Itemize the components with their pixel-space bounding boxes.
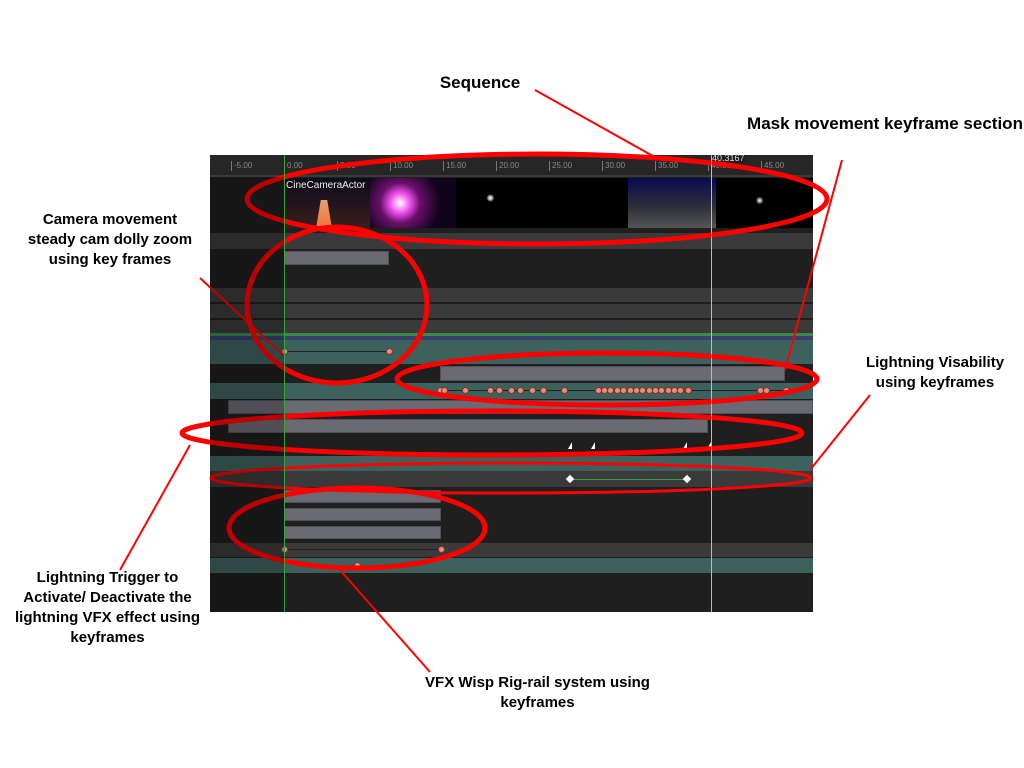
- keyframe[interactable]: [385, 348, 393, 355]
- track-divider: [210, 333, 813, 336]
- keyframe[interactable]: [529, 387, 537, 394]
- track-divider: [210, 336, 813, 340]
- ruler-tick: 45.00: [761, 161, 784, 171]
- key-curve: [284, 549, 441, 550]
- start-marker: [284, 155, 285, 612]
- event-row[interactable]: [210, 436, 813, 454]
- keyframe[interactable]: [496, 387, 504, 394]
- sequence-ellipse: [244, 151, 830, 247]
- annotation-trigger: Lightning Trigger to Activate/ Deactivat…: [15, 569, 200, 646]
- thumbnail: [456, 178, 628, 228]
- mask-section[interactable]: [440, 366, 785, 381]
- track-row[interactable]: [210, 320, 813, 333]
- ruler-tick: 25.00: [549, 161, 572, 171]
- wisp-ellipse: [226, 485, 488, 571]
- mask-key-row[interactable]: [210, 383, 813, 399]
- ruler-tick: 20.00: [496, 161, 519, 171]
- ruler-tick: 35.00: [655, 161, 678, 171]
- event-marker[interactable]: [568, 442, 573, 449]
- ruler-tick: 15.00: [443, 161, 466, 171]
- track-row[interactable]: [210, 304, 813, 318]
- event-marker[interactable]: [682, 442, 687, 449]
- keyframe[interactable]: [462, 387, 470, 394]
- camera-track-label: CineCameraActor: [286, 180, 366, 191]
- annotation-visibility: Lightning Visability using keyframes: [865, 354, 1005, 391]
- keyframe[interactable]: [560, 387, 568, 394]
- playhead-time: 40.3167: [712, 155, 745, 163]
- mask-ellipse: [394, 350, 820, 408]
- ruler-tick: 30.00: [602, 161, 625, 171]
- keyframe[interactable]: [684, 387, 692, 394]
- thumbnail: [370, 178, 456, 228]
- keyframe[interactable]: [486, 387, 494, 394]
- annotation-camera: Camera movement steady cam dolly zoom us…: [27, 211, 193, 268]
- keyframe[interactable]: [437, 546, 445, 553]
- thumbnail: [284, 178, 370, 228]
- keyframe[interactable]: [539, 387, 547, 394]
- visibility-ellipse: [209, 461, 813, 495]
- key-curve: [284, 351, 389, 352]
- annotation-sequence: Sequence: [439, 73, 521, 92]
- annotation-wisp: VFX Wisp Rig-rail system using keyframes: [425, 674, 650, 711]
- event-marker[interactable]: [707, 442, 712, 449]
- camera-ellipse: [244, 224, 430, 386]
- playhead-line[interactable]: [711, 155, 713, 612]
- thumbnail: [628, 178, 716, 228]
- keyframe[interactable]: [507, 387, 515, 394]
- ruler-tick: 10.00: [390, 161, 413, 171]
- track-row[interactable]: [210, 288, 813, 302]
- keyframe[interactable]: [517, 387, 525, 394]
- event-marker[interactable]: [590, 442, 595, 449]
- visibility-key-row[interactable]: [210, 471, 813, 487]
- ruler-tick: -5.00: [231, 161, 252, 171]
- key-curve: [570, 479, 687, 480]
- trigger-ellipse: [179, 408, 805, 458]
- pre-roll-shade: [210, 177, 284, 612]
- annotation-mask: Mask movement keyframe section: [747, 114, 1023, 133]
- lightning-trigger-section[interactable]: [228, 419, 708, 433]
